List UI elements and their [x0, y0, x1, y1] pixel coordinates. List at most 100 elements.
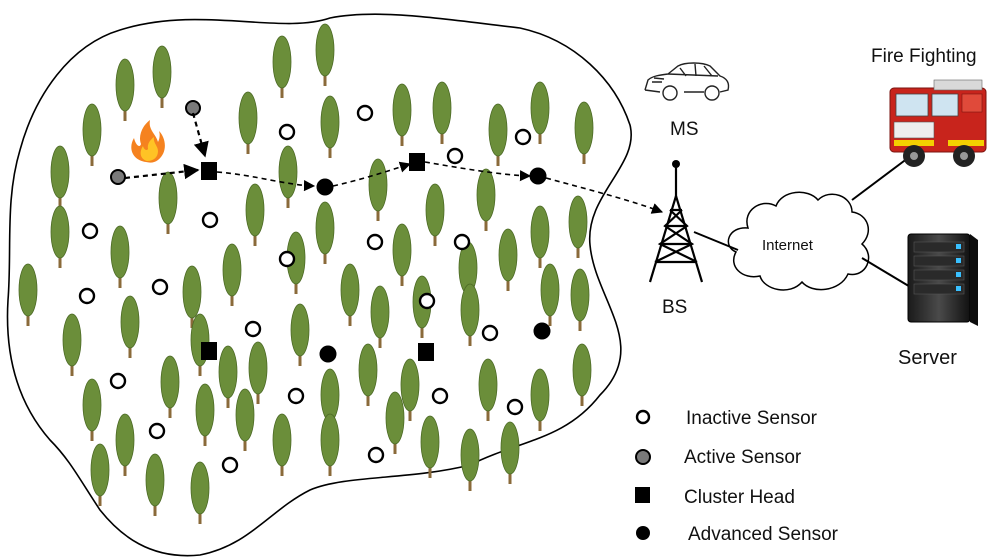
inactive-sensor	[514, 128, 532, 146]
inactive-sensor	[148, 422, 166, 440]
tree-icon	[50, 205, 70, 268]
multihop-route	[124, 112, 664, 214]
active-sensor	[110, 169, 126, 185]
advanced-sensor	[529, 167, 547, 185]
tree-layer	[18, 23, 594, 524]
legend-advanced-symbol	[636, 526, 650, 540]
tree-icon	[574, 101, 594, 164]
tree-icon	[425, 183, 445, 246]
legend-inactive-label: Inactive Sensor	[686, 408, 818, 429]
tree-icon	[290, 303, 310, 366]
ms-label: MS	[670, 119, 699, 140]
tree-icon	[272, 413, 292, 476]
tree-icon	[540, 263, 560, 326]
tree-icon	[238, 91, 258, 154]
tree-icon	[110, 225, 130, 288]
inactive-sensor	[221, 456, 239, 474]
inactive-sensor	[278, 123, 296, 141]
forest-boundary	[6, 13, 633, 557]
tree-icon	[82, 103, 102, 166]
tree-icon	[315, 201, 335, 264]
inactive-sensor	[278, 250, 296, 268]
link-active-to-cluster-head	[124, 163, 200, 180]
tree-icon	[572, 343, 592, 406]
tree-icon	[498, 228, 518, 291]
legend-advanced-label: Advanced Sensor	[688, 524, 839, 545]
tree-icon	[218, 345, 238, 408]
tree-icon	[190, 461, 210, 524]
tree-icon	[320, 95, 340, 158]
cluster-head	[201, 162, 217, 180]
fire-truck-icon	[889, 79, 987, 167]
legend: Inactive Sensor Active Sensor Cluster He…	[635, 408, 839, 545]
tree-icon	[245, 183, 265, 246]
bs-label: BS	[662, 297, 687, 318]
tree-icon	[272, 35, 292, 98]
inactive-sensor	[109, 372, 127, 390]
tree-icon	[286, 231, 306, 294]
cluster-head	[201, 342, 217, 360]
tree-icon	[120, 295, 140, 358]
tree-icon	[460, 428, 480, 491]
tree-icon	[320, 413, 340, 476]
inactive-sensor	[446, 147, 464, 165]
tree-icon	[62, 313, 82, 376]
inactive-sensor	[453, 233, 471, 251]
tree-icon	[248, 341, 268, 404]
car-icon	[644, 62, 730, 101]
tree-icon	[460, 283, 480, 346]
inactive-sensor	[481, 324, 499, 342]
inactive-sensor	[81, 222, 99, 240]
legend-active-symbol	[635, 449, 651, 465]
link-internet-truck	[851, 157, 909, 201]
inactive-sensor	[244, 320, 262, 338]
tree-icon	[570, 268, 590, 331]
tree-icon	[420, 415, 440, 478]
link-advanced-to-ch	[332, 161, 412, 187]
legend-cluster-head-symbol	[635, 487, 650, 503]
advanced-sensor	[316, 178, 334, 196]
tree-icon	[235, 388, 255, 451]
link-bs-internet	[693, 231, 739, 251]
tree-icon	[476, 168, 496, 231]
link-advanced-to-bs	[545, 177, 664, 214]
cluster-head	[418, 343, 434, 361]
inactive-sensor	[287, 387, 305, 405]
tree-icon	[222, 243, 242, 306]
inactive-sensor	[431, 387, 449, 405]
tree-icon	[340, 263, 360, 326]
tree-icon	[182, 265, 202, 328]
tree-icon	[385, 391, 405, 454]
tree-icon	[478, 358, 498, 421]
link-ch-to-advanced-2	[424, 161, 532, 182]
tree-icon	[90, 443, 110, 506]
link-active2-to-cluster-head	[191, 112, 209, 158]
tree-icon	[158, 171, 178, 234]
tree-icon	[530, 205, 550, 268]
tree-icon	[392, 83, 412, 146]
tree-icon	[488, 103, 508, 166]
sensor-layer	[78, 100, 551, 474]
tree-icon	[50, 145, 70, 208]
tree-icon	[530, 81, 550, 144]
cluster-head	[409, 153, 425, 171]
inactive-sensor	[201, 211, 219, 229]
tree-icon	[370, 285, 390, 348]
tree-icon	[152, 45, 172, 108]
tree-icon	[568, 195, 588, 258]
tree-icon	[400, 358, 420, 421]
tree-icon	[358, 343, 378, 406]
tree-icon	[145, 453, 165, 516]
tree-icon	[18, 263, 38, 326]
server-icon	[907, 233, 978, 326]
tree-icon	[82, 378, 102, 441]
tree-icon	[500, 421, 520, 484]
inactive-sensor	[366, 233, 384, 251]
tree-icon	[315, 23, 335, 86]
tree-icon	[530, 368, 550, 431]
tree-icon	[432, 81, 452, 144]
inactive-sensor	[151, 278, 169, 296]
network-links	[693, 157, 913, 289]
cloud-icon	[727, 191, 870, 291]
